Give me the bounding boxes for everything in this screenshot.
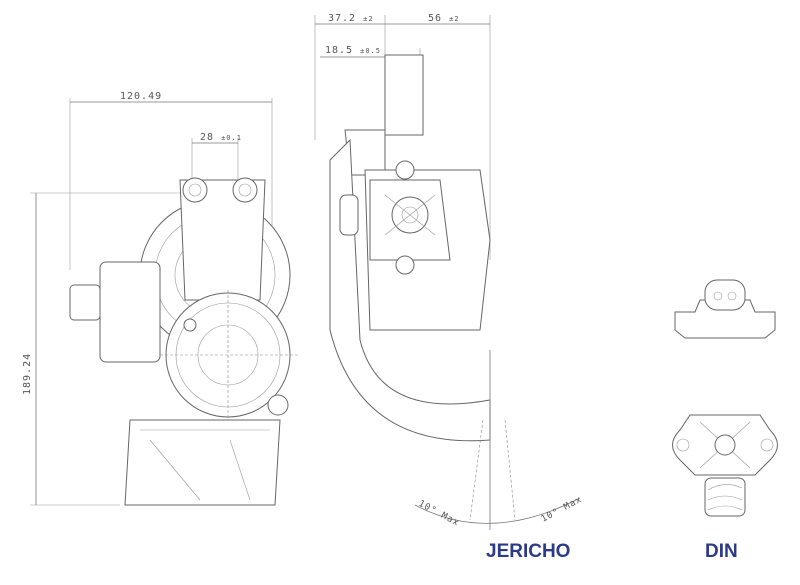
din-connector-side-view	[674, 279, 776, 339]
angle-right-label: 10° Max	[540, 495, 584, 525]
din-connector-top-view	[672, 414, 778, 517]
dimension-port-spacing: 28 ±0.1	[200, 132, 242, 143]
jericho-label: JERICHO	[486, 541, 571, 562]
dimension-offset-c: 18.5 ±0.5	[325, 45, 381, 56]
dimension-offset-b: 56 ±2	[428, 13, 460, 24]
dimension-overall-height: 189.24	[22, 353, 33, 395]
dimension-overall-width: 120.49	[120, 91, 162, 102]
angle-left-label: 10° Max	[417, 499, 461, 529]
side-view-pump	[314, 15, 581, 530]
dimension-offset-a: 37.2 ±2	[328, 13, 374, 24]
front-view-pump	[30, 98, 300, 506]
din-label: DIN	[705, 541, 738, 562]
